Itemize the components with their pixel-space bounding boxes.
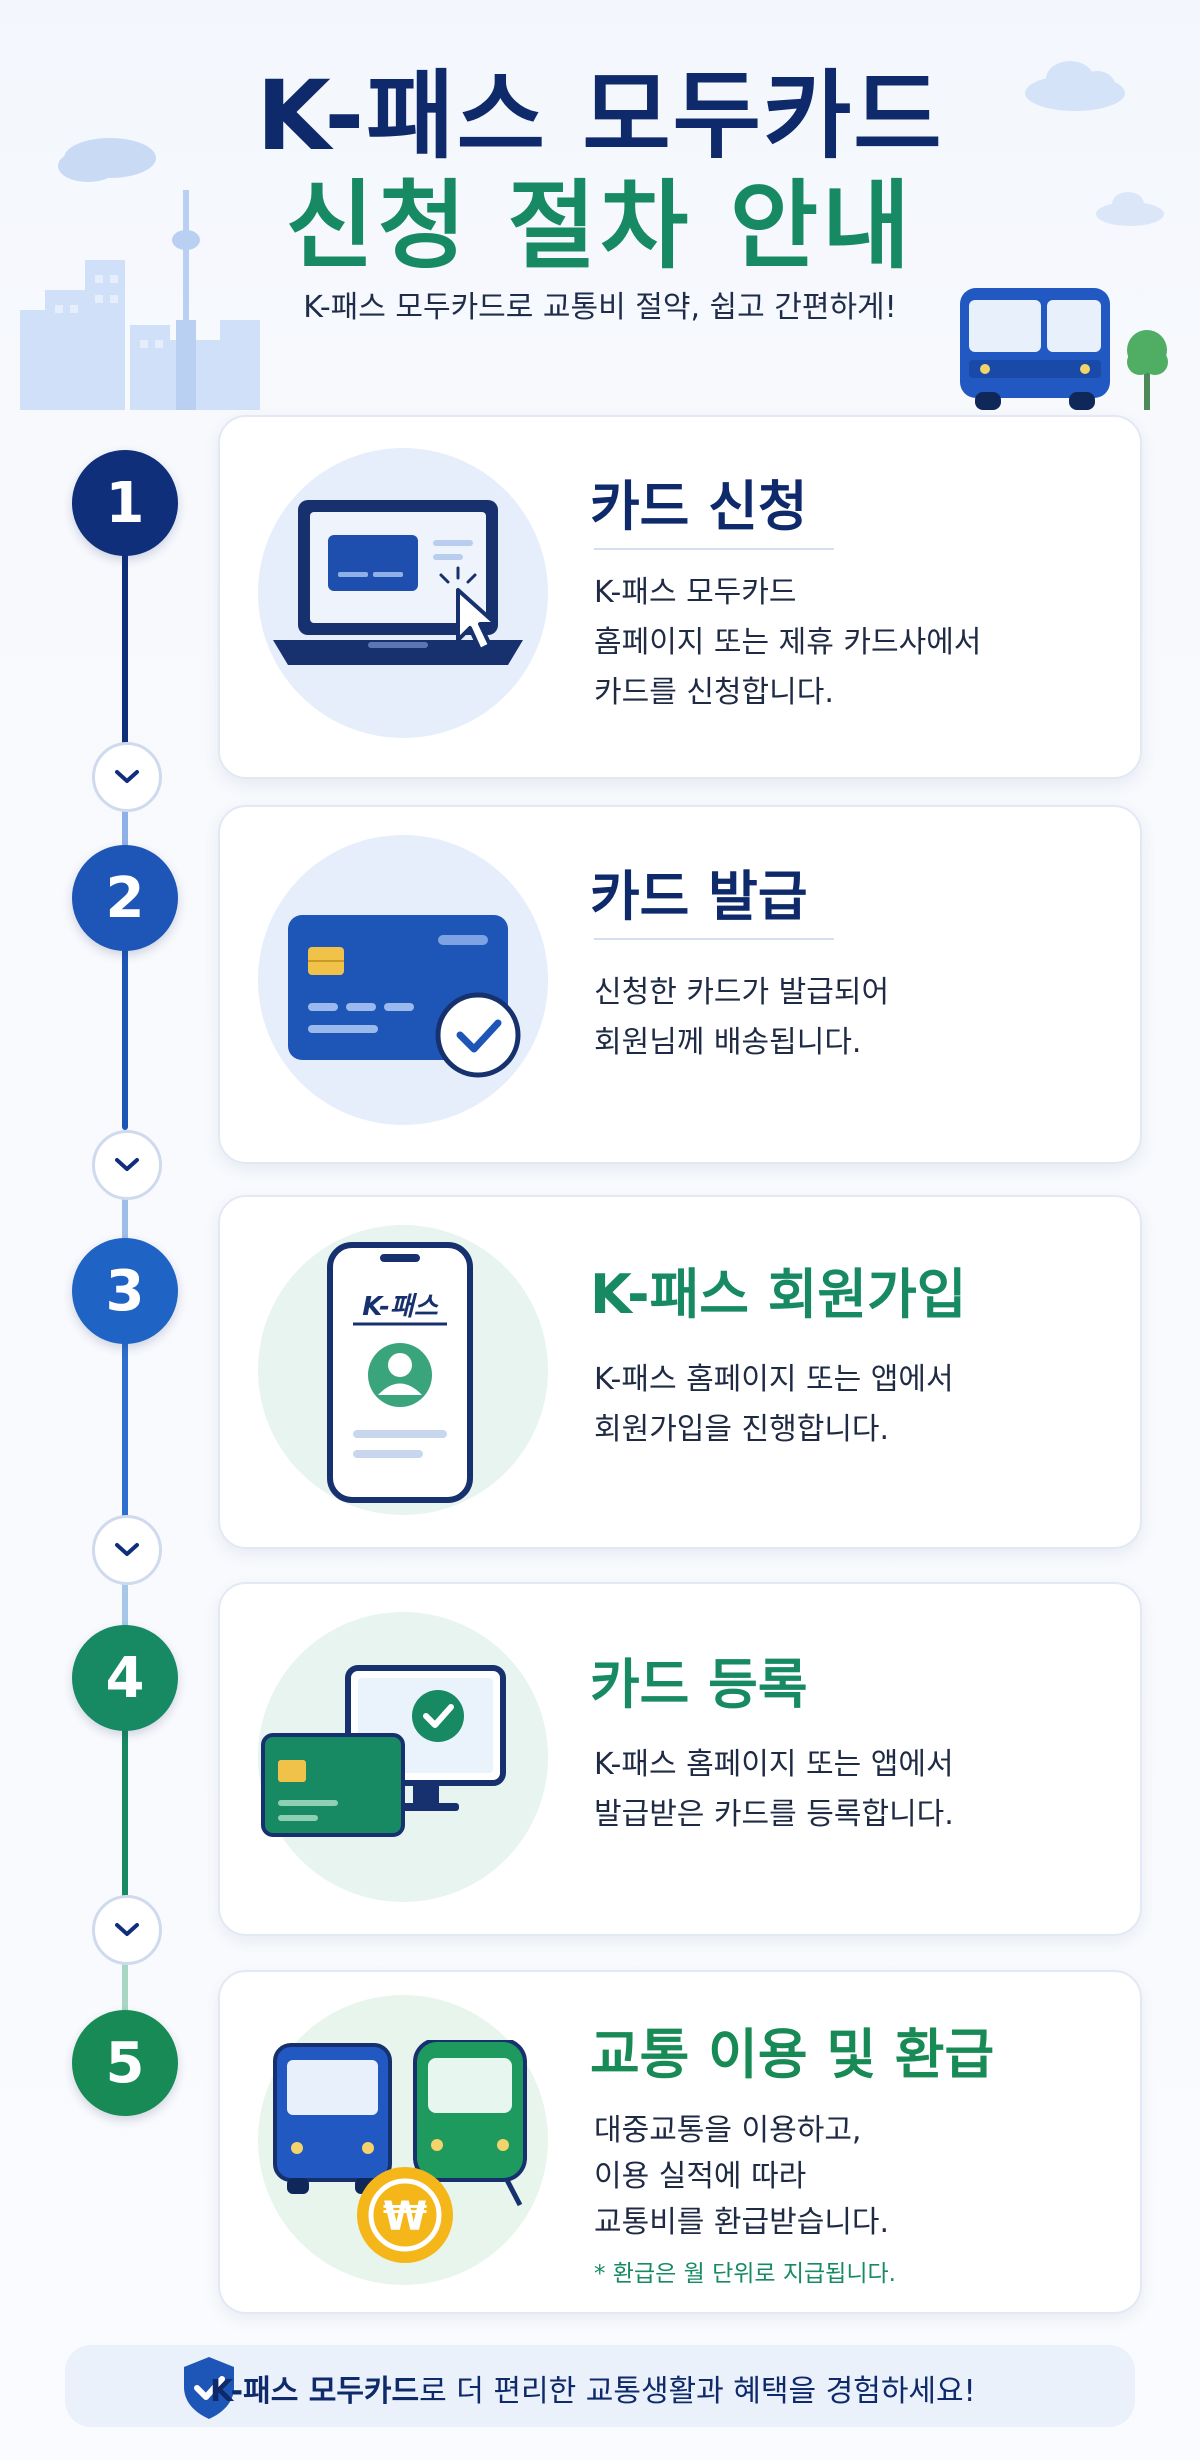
step-title: K-패스 회원가입 <box>590 1263 967 1326</box>
refund-note: * 환급은 월 단위로 지급됩니다. <box>594 2261 896 2287</box>
cloud-icon <box>1096 192 1164 226</box>
laptop-card-icon <box>273 500 523 665</box>
smartphone-profile-icon: K-패스 <box>327 1242 473 1503</box>
bus-train-refund-icon: ₩ <box>273 2040 527 2263</box>
description-line: 회원님께 배송됩니다. <box>594 1025 862 1060</box>
description-line: 회원가입을 진행합니다. <box>594 1412 890 1447</box>
step-number-badge: 2 <box>72 845 178 951</box>
tree-icon <box>1127 330 1168 410</box>
chevron-down-icon <box>92 1895 162 1965</box>
step-number-badge: 3 <box>72 1238 178 1344</box>
timeline-line <box>122 1955 128 2025</box>
step-description: K-패스 모두카드 홈페이지 또는 제휴 카드사에서 카드를 신청합니다. <box>594 568 981 718</box>
divider <box>594 938 834 940</box>
chevron-down-icon <box>92 742 162 812</box>
footer-banner <box>65 2345 1135 2427</box>
description-line: K-패스 모두카드 <box>594 575 797 610</box>
timeline-line <box>122 1335 128 1525</box>
shield-check-icon <box>184 2357 234 2419</box>
chevron-down-icon <box>92 1130 162 1200</box>
step-number-badge: 1 <box>72 450 178 556</box>
phone-label: K-패스 <box>362 1292 439 1322</box>
step-number-badge: 4 <box>72 1625 178 1731</box>
step-description: 대중교통을 이용하고, 이용 실적에 따라 교통비를 환급받습니다. <box>594 2108 889 2246</box>
chevron-down-icon <box>92 1515 162 1585</box>
description-line: 카드를 신청합니다. <box>594 675 834 710</box>
footer-message: K-패스 모두카드로 더 편리한 교통생활과 혜택을 경험하세요! <box>210 2366 976 2410</box>
timeline-line <box>122 940 128 1130</box>
page-title: K-패스 모두카드 <box>256 60 944 172</box>
timeline-line <box>122 1715 128 1905</box>
footer-brand: K-패스 모두카드 <box>210 2374 420 2409</box>
description-line: 신청한 카드가 발급되어 <box>594 975 890 1010</box>
step-title: 교통 이용 및 환급 <box>590 2023 995 2086</box>
credit-card-check-icon <box>288 915 521 1078</box>
page-title-subheading: 신청 절차 안내 <box>285 170 915 282</box>
step-title: 카드 신청 <box>590 475 808 538</box>
description-line: 대중교통을 이용하고, <box>594 2113 862 2148</box>
bus-icon <box>960 288 1110 410</box>
timeline-line <box>122 800 128 870</box>
step-title: 카드 발급 <box>590 865 808 928</box>
timeline-line <box>122 1185 128 1265</box>
card-monitor-icon <box>261 1665 506 1837</box>
description-line: 홈페이지 또는 제휴 카드사에서 <box>594 625 982 660</box>
cloud-icon <box>1025 61 1125 111</box>
timeline-line <box>122 540 128 755</box>
description-line: 이용 실적에 따라 <box>594 2159 807 2194</box>
divider <box>594 548 834 550</box>
description-line: K-패스 홈페이지 또는 앱에서 <box>594 1362 954 1397</box>
description-line: K-패스 홈페이지 또는 앱에서 <box>594 1747 954 1782</box>
footer-text: 로 더 편리한 교통생활과 혜택을 경험하세요! <box>419 2374 976 2409</box>
step-description: K-패스 홈페이지 또는 앱에서 발급받은 카드를 등록합니다. <box>594 1740 954 1840</box>
step-description: K-패스 홈페이지 또는 앱에서 회원가입을 진행합니다. <box>594 1355 954 1455</box>
won-symbol: ₩ <box>383 2194 427 2240</box>
description-line: 발급받은 카드를 등록합니다. <box>594 1797 954 1832</box>
step-number-badge: 5 <box>72 2010 178 2116</box>
description-line: 교통비를 환급받습니다. <box>594 2205 890 2240</box>
step-title: 카드 등록 <box>590 1653 808 1716</box>
timeline-line <box>122 1575 128 1635</box>
step-description: 신청한 카드가 발급되어 회원님께 배송됩니다. <box>594 968 889 1068</box>
page-subtitle: K-패스 모두카드로 교통비 절약, 쉽고 간편하게! <box>303 290 897 325</box>
city-skyline-illustration <box>20 138 260 410</box>
